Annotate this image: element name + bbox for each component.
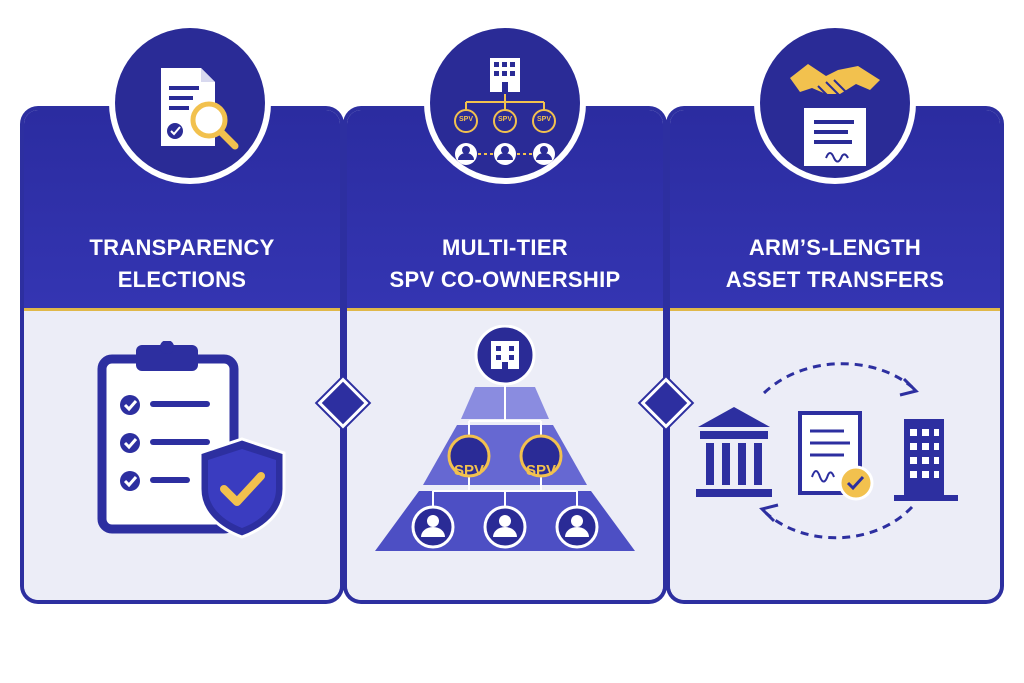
badge-spv: SPV SPV SPV: [424, 22, 586, 184]
handshake-contract-icon: [760, 28, 910, 178]
spv-label: SPV: [525, 462, 556, 479]
panel-header: MULTI-TIER SPV CO-OWNERSHIP: [347, 110, 663, 311]
spv-label: SPV: [497, 116, 512, 123]
panel-body: [24, 311, 340, 600]
badge-asset-transfers: [754, 22, 916, 184]
panel-title: MULTI-TIER SPV CO-OWNERSHIP: [347, 232, 663, 296]
spv-label: SPV: [536, 116, 551, 123]
panel-title: TRANSPARENCY ELECTIONS: [24, 232, 340, 296]
panel-spv-co-ownership: MULTI-TIER SPV CO-OWNERSHIP: [347, 110, 663, 600]
title-line-2: ELECTIONS: [117, 267, 247, 292]
panel-asset-transfers: ARM’S-LENGTH ASSET TRANSFERS: [670, 110, 1000, 600]
title-line-2: ASSET TRANSFERS: [725, 267, 945, 292]
title-line-1: ARM’S-LENGTH: [748, 235, 922, 260]
spv-pyramid-icon: SPV SPV: [373, 325, 637, 557]
panel-title: ARM’S-LENGTH ASSET TRANSFERS: [670, 232, 1000, 296]
title-line-2: SPV CO-OWNERSHIP: [389, 267, 621, 292]
bank-document-building-cycle-icon: [694, 357, 974, 557]
panel-transparency-elections: TRANSPARENCY ELECTIONS: [24, 110, 340, 600]
panel-body: [670, 311, 1000, 600]
panel-body: SPV SPV: [347, 311, 663, 600]
building-spv-hierarchy-icon: SPV SPV SPV: [430, 28, 580, 178]
title-line-1: MULTI-TIER: [441, 235, 568, 260]
badge-transparency: [109, 22, 271, 184]
spv-label: SPV: [453, 462, 484, 479]
spv-label: SPV: [458, 116, 473, 123]
clipboard-checklist-shield-icon: [94, 341, 294, 541]
title-line-1: TRANSPARENCY: [89, 235, 275, 260]
document-magnifier-icon: [115, 28, 265, 178]
